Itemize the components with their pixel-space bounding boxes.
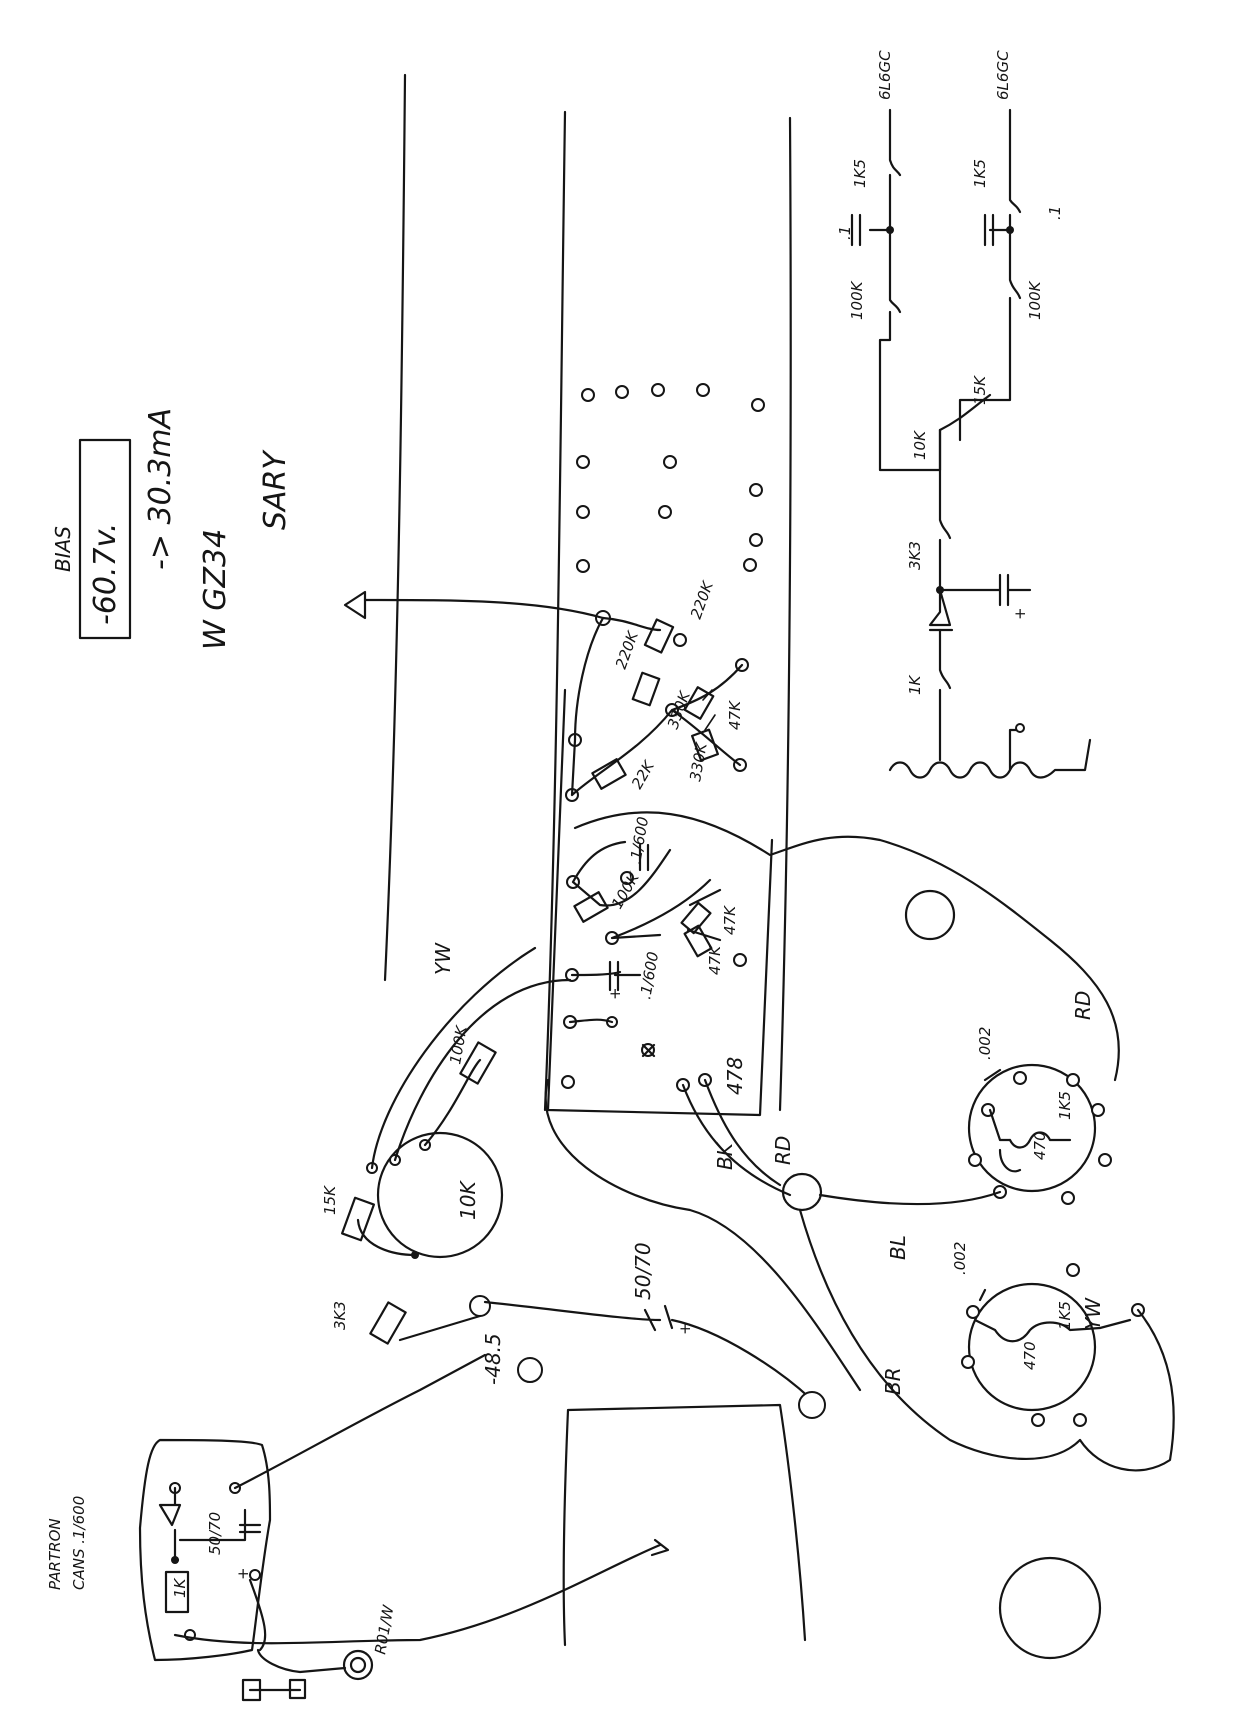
bias-current-note: -> 30.3mA [143,408,178,570]
resistor-3k3-label: 3K3 [906,541,924,570]
preamp-component-cluster [565,610,749,802]
wire-label-yellow: YW [431,942,455,975]
resistor-47k-label: 47K [706,945,724,975]
resistor-100k-label: 100K [446,1024,471,1066]
turret-lower-area [561,840,747,1092]
bias-supply-board [138,1295,826,1662]
wire-arrow [650,1538,670,1557]
chassis-hole-lower [998,1556,1102,1660]
tube-label-left: 6L6GC [876,50,894,100]
bias-voltage-note: -60.7v. [88,523,123,625]
capacitor-01-label: .1 [1046,206,1064,220]
power-tube-socket-lower [961,1263,1145,1427]
chassis-line-right [778,116,792,1112]
resistor-220k-label: 220K [687,578,717,621]
capacitor-5070-label: 50/70 [631,1242,655,1300]
bias-title-note: BIAS [51,526,75,572]
chassis-line-left [383,73,407,982]
capacitor-002-label: .002 [951,1242,969,1275]
tube-label-right: 6L6GC [994,50,1012,100]
capacitor-002-label: .002 [976,1027,994,1060]
resistor-220k-label: 220K [612,628,642,671]
potentiometer-10k [341,946,572,1259]
label-478: 478 [723,1057,747,1095]
wire-lower-loop [544,1078,862,1392]
wire-label-yellow: YW [1081,1297,1105,1330]
resistor-1k5-label: 1K5 [1056,1091,1074,1120]
resistor-3k3-label: 3K3 [331,1301,349,1330]
resistor-1k-label: 1K [906,674,924,695]
resistor-1k5-label: 1K5 [1056,1301,1074,1330]
resistor-100k-label: 100K [848,280,866,320]
resistor-47k-label: 47K [721,905,739,935]
capacitor-01-label: .1 [836,226,854,240]
resistor-22k-label: 22K [628,757,659,792]
wire-label-black: BK [713,1141,737,1170]
resistor-330k-label: 330K [686,741,711,783]
negative-voltage-note: -48.5 [481,1333,505,1385]
turret-board-outline [546,688,774,1117]
resistor-15k-label: 15K [971,375,989,405]
capacitor-1600-label: .1/600 [636,950,662,1000]
wire-red-right [573,811,1120,1082]
chassis-line-middle [543,110,567,1112]
wire-red-center [681,1083,792,1197]
wire-brown [798,1208,1082,1461]
wire-junction [781,1172,823,1212]
resistor-47k-label: 47K [726,700,744,730]
bias-schematic [850,108,1092,779]
wire-label-red: RD [1071,991,1095,1020]
resistor-15k-label: 15K [321,1185,339,1215]
brand-note: SARY [258,449,293,530]
input-jack-arrow-icon [343,590,367,620]
wire-to-input [363,598,605,620]
bias-note-box [78,438,132,640]
pot-10k-label: 10K [456,1180,480,1220]
wire-yellow-lower [1078,1308,1175,1472]
power-switch-assembly [241,1648,374,1702]
bias-cap-plus: + [234,1567,252,1580]
wire-label-brown: BR [881,1367,905,1395]
resistor-1k-label: 1K [171,1577,189,1598]
resistor-470-label: 470 [1021,1341,1039,1370]
resistor-10k-label: 10K [911,430,929,460]
turret-grid-upper [576,383,765,573]
wire-label-blue: BL [886,1235,910,1260]
wire-label-red: RD [771,1136,795,1165]
transformer-outline [562,1403,807,1647]
cans-note: CANS .1/600 [70,1496,88,1590]
partron-note: PARTRON [46,1518,64,1590]
resistor-470-label: 470 [1031,1131,1049,1160]
rectifier-note: W GZ34 [198,529,233,650]
coupling-cap-plus: + [606,987,624,1000]
power-cord-label: R01/W [371,1603,398,1656]
schematic-plus-sign: + [1011,607,1029,620]
wire-black [703,1078,782,1187]
chassis-hole-upper [904,889,956,941]
resistor-100k-label: 100K [1026,280,1044,320]
power-tube-socket-upper [967,1063,1112,1205]
wire-power-cord [173,1543,662,1645]
resistor-1k5-label: 1K5 [851,159,869,188]
resistor-1k5-label: 1K5 [971,159,989,188]
capacitor-5070-label: 50/70 [206,1512,224,1555]
wire-blue [818,1190,1002,1206]
filter-cap-plus: + [676,1322,694,1335]
